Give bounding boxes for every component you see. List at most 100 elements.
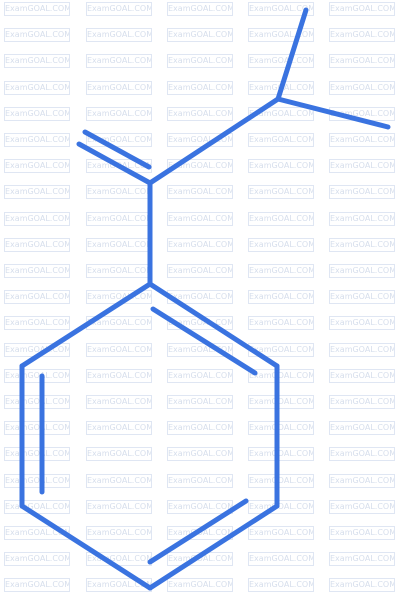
watermark-tile: ExamGOAL.COM	[86, 473, 152, 488]
methyl-bond	[275, 7, 309, 102]
watermark-tile: ExamGOAL.COM	[4, 106, 70, 121]
watermark-tile: ExamGOAL.COM	[167, 342, 233, 357]
watermark-tile: ExamGOAL.COM	[248, 473, 314, 488]
watermark-tile: ExamGOAL.COM	[248, 28, 314, 43]
watermark-tile: ExamGOAL.COM	[86, 28, 152, 43]
single-bond	[147, 96, 281, 186]
watermark-tile: ExamGOAL.COM	[4, 237, 70, 252]
watermark-tile: ExamGOAL.COM	[329, 264, 395, 278]
watermark-tile: ExamGOAL.COM	[4, 80, 70, 95]
watermark-tile: ExamGOAL.COM	[329, 54, 395, 69]
exocyclic-double-bond	[76, 141, 153, 186]
watermark-tile: ExamGOAL.COM	[86, 133, 152, 147]
watermark-tile: ExamGOAL.COM	[167, 211, 233, 226]
watermark-tile: ExamGOAL.COM	[4, 552, 70, 567]
watermark-tile: ExamGOAL.COM	[86, 421, 152, 436]
watermark-tile: ExamGOAL.COM	[329, 185, 395, 200]
watermark-tile: ExamGOAL.COM	[329, 316, 395, 331]
watermark-tile: ExamGOAL.COM	[329, 80, 395, 95]
watermark-tile: ExamGOAL.COM	[329, 499, 395, 514]
watermark-tile: ExamGOAL.COM	[329, 237, 395, 252]
watermark-tile: ExamGOAL.COM	[248, 499, 314, 514]
watermark-tile: ExamGOAL.COM	[167, 368, 233, 383]
ring-double-bond-inner	[147, 498, 249, 565]
ring-bond	[19, 503, 153, 591]
watermark-tile: ExamGOAL.COM	[248, 237, 314, 252]
watermark-tile: ExamGOAL.COM	[86, 499, 152, 514]
watermark-tile: ExamGOAL.COM	[329, 133, 395, 147]
watermark-tile: ExamGOAL.COM	[167, 447, 233, 462]
watermark-tile: ExamGOAL.COM	[86, 526, 152, 540]
watermark-tile: ExamGOAL.COM	[329, 447, 395, 462]
watermark-tile: ExamGOAL.COM	[329, 290, 395, 305]
watermark-tile: ExamGOAL.COM	[167, 159, 233, 174]
watermark-tile: ExamGOAL.COM	[167, 264, 233, 278]
watermark-tile: ExamGOAL.COM	[86, 368, 152, 383]
watermark-tile: ExamGOAL.COM	[4, 578, 70, 593]
watermark-tile: ExamGOAL.COM	[86, 80, 152, 95]
watermark-tile: ExamGOAL.COM	[329, 552, 395, 567]
watermark-tile: ExamGOAL.COM	[329, 368, 395, 383]
watermark-tile: ExamGOAL.COM	[329, 159, 395, 174]
watermark-tile: ExamGOAL.COM	[167, 237, 233, 252]
watermark-tile: ExamGOAL.COM	[167, 578, 233, 593]
watermark-tile: ExamGOAL.COM	[86, 447, 152, 462]
watermark-tile: ExamGOAL.COM	[248, 159, 314, 174]
watermark-tile: ExamGOAL.COM	[167, 421, 233, 436]
watermark-tile: ExamGOAL.COM	[248, 447, 314, 462]
watermark-tile: ExamGOAL.COM	[329, 473, 395, 488]
watermark-tile: ExamGOAL.COM	[329, 578, 395, 593]
watermark-tile: ExamGOAL.COM	[86, 54, 152, 69]
watermark-tile: ExamGOAL.COM	[167, 473, 233, 488]
watermark-tile: ExamGOAL.COM	[4, 54, 70, 69]
watermark-tile: ExamGOAL.COM	[329, 28, 395, 43]
watermark-tile: ExamGOAL.COM	[4, 368, 70, 383]
watermark-tile: ExamGOAL.COM	[248, 421, 314, 436]
watermark-tile: ExamGOAL.COM	[248, 316, 314, 331]
watermark-tile: ExamGOAL.COM	[4, 421, 70, 436]
watermark-tile: ExamGOAL.COM	[86, 342, 152, 357]
watermark-tile: ExamGOAL.COM	[4, 28, 70, 43]
watermark-tile: ExamGOAL.COM	[4, 316, 70, 331]
ring-bond	[147, 503, 280, 591]
ring-double-bond-inner	[150, 306, 258, 376]
watermark-tile: ExamGOAL.COM	[4, 211, 70, 226]
watermark-tile: ExamGOAL.COM	[167, 54, 233, 69]
watermark-tile: ExamGOAL.COM	[167, 133, 233, 147]
watermark-tile: ExamGOAL.COM	[248, 290, 314, 305]
watermark-tile: ExamGOAL.COM	[86, 395, 152, 409]
watermark-tile: ExamGOAL.COM	[248, 552, 314, 567]
watermark-tile: ExamGOAL.COM	[4, 526, 70, 540]
watermark-tile: ExamGOAL.COM	[248, 526, 314, 540]
watermark-tile: ExamGOAL.COM	[248, 578, 314, 593]
watermark-tile: ExamGOAL.COM	[167, 28, 233, 43]
methyl-bond	[275, 96, 391, 130]
watermark-tile: ExamGOAL.COM	[248, 368, 314, 383]
watermark-tile: ExamGOAL.COM	[248, 264, 314, 278]
watermark-tile: ExamGOAL.COM	[248, 185, 314, 200]
watermark-tile: ExamGOAL.COM	[248, 211, 314, 226]
watermark-tile: ExamGOAL.COM	[248, 2, 314, 16]
watermark-tile: ExamGOAL.COM	[329, 421, 395, 436]
watermark-tile: ExamGOAL.COM	[329, 342, 395, 357]
watermark-tile: ExamGOAL.COM	[329, 395, 395, 409]
exocyclic-double-bond	[82, 129, 152, 170]
watermark-tile: ExamGOAL.COM	[329, 2, 395, 16]
watermark-tile: ExamGOAL.COM	[248, 133, 314, 147]
watermark-tile: ExamGOAL.COM	[4, 395, 70, 409]
watermark-tile: ExamGOAL.COM	[4, 290, 70, 305]
watermark-tile: ExamGOAL.COM	[4, 185, 70, 200]
watermark-tile: ExamGOAL.COM	[4, 264, 70, 278]
ring-bond	[19, 281, 153, 369]
ring-bond	[147, 281, 280, 369]
watermark-tile: ExamGOAL.COM	[86, 106, 152, 121]
watermark-tile: ExamGOAL.COM	[167, 106, 233, 121]
watermark-tile: ExamGOAL.COM	[4, 159, 70, 174]
watermark-tile: ExamGOAL.COM	[4, 133, 70, 147]
watermark-tile: ExamGOAL.COM	[248, 395, 314, 409]
watermark-tile: ExamGOAL.COM	[167, 395, 233, 409]
watermark-tile: ExamGOAL.COM	[248, 54, 314, 69]
